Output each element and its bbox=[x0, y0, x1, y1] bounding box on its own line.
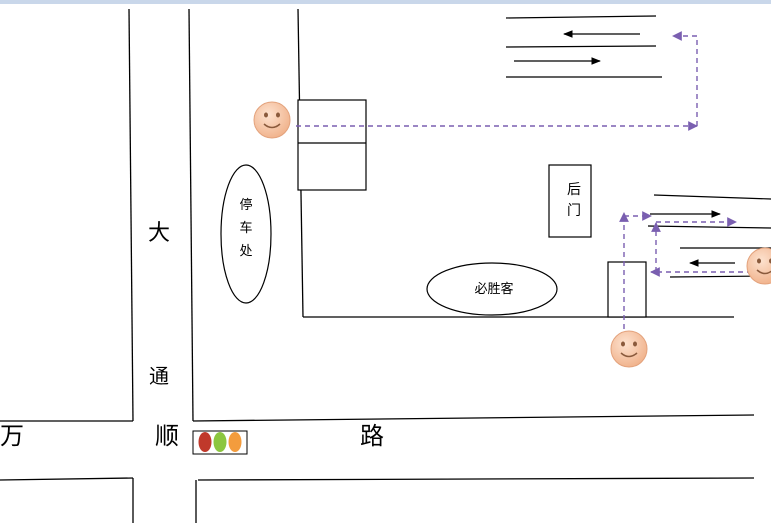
traffic-light-icon bbox=[192, 430, 248, 455]
parking-label-3: 处 bbox=[239, 244, 252, 259]
upper-lanes bbox=[505, 15, 662, 78]
route-paths bbox=[296, 31, 752, 329]
street-label-wan: 万 bbox=[0, 422, 24, 450]
street-label-shun: 顺 bbox=[155, 422, 179, 450]
pizza-hut-area bbox=[426, 262, 558, 316]
back-gate-label-1: 后 bbox=[567, 182, 581, 198]
smiley-face-icon bbox=[253, 101, 291, 139]
back-gate-label-2: 门 bbox=[567, 203, 581, 219]
street-label-tong: 通 bbox=[149, 364, 169, 388]
building-entrance bbox=[297, 99, 367, 191]
street-map: 停 车 处 后 门 必胜客 大 通 万 顺 路 bbox=[0, 8, 771, 523]
smiley-face-icon bbox=[610, 330, 648, 368]
buildings bbox=[297, 99, 647, 318]
parking-area bbox=[220, 164, 272, 304]
street-label-lu: 路 bbox=[360, 422, 384, 450]
parking-label-1: 停 bbox=[239, 197, 252, 213]
smiley-face-icon bbox=[746, 247, 771, 285]
back-gate-building bbox=[548, 164, 592, 238]
pizza-hut-label: 必胜客 bbox=[474, 281, 513, 297]
parking-label-2: 车 bbox=[239, 220, 252, 236]
side-building bbox=[607, 261, 647, 318]
street-label-da: 大 bbox=[148, 221, 170, 246]
